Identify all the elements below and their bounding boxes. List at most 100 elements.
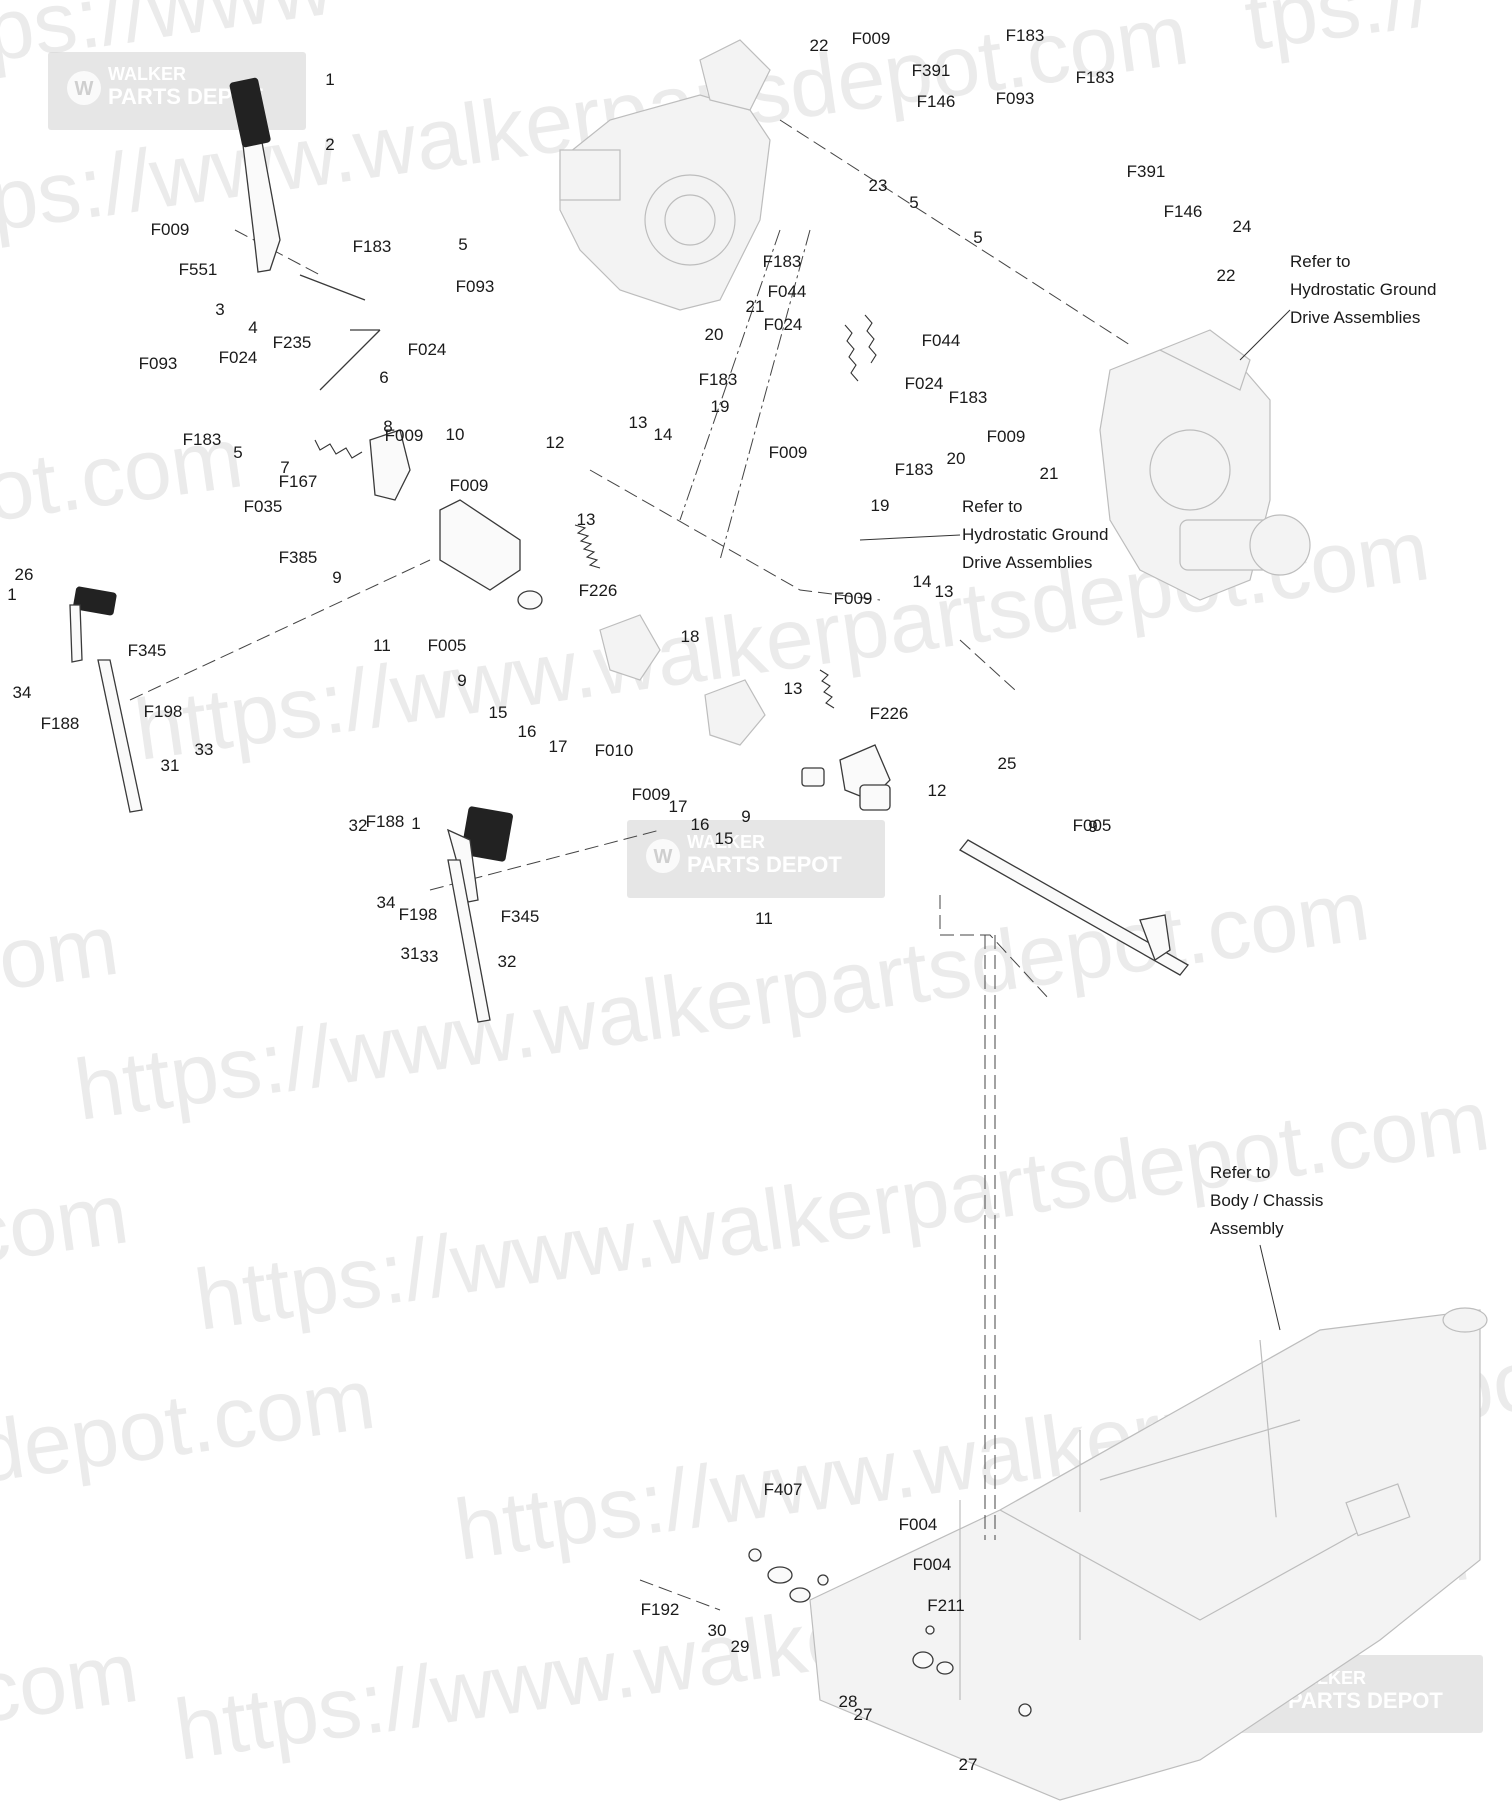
callout-label: F192: [641, 1600, 680, 1619]
callout-label: 31: [401, 944, 420, 963]
callout-label: 13: [935, 582, 954, 601]
chassis-frame-ghost: [809, 1307, 1488, 1801]
callout-label: 21: [1040, 464, 1059, 483]
callout-label: F167: [279, 472, 318, 491]
callout-label: 25: [998, 754, 1017, 773]
svg-text:Body / Chassis: Body / Chassis: [1210, 1191, 1323, 1210]
callout-label: F009: [769, 443, 808, 462]
callout-label: F226: [579, 581, 618, 600]
callout-label: F093: [139, 354, 178, 373]
hydro-drive-left-ghost: [559, 39, 771, 311]
callout-label: 13: [629, 413, 648, 432]
svg-text:Hydrostatic Ground: Hydrostatic Ground: [962, 525, 1108, 544]
callout-label: 13: [784, 679, 803, 698]
callout-label: F198: [144, 702, 183, 721]
linkage-rod: [299, 274, 381, 391]
watermark-text: ot.com: [0, 409, 248, 540]
watermark-badge: W WALKER PARTS DEPOT: [48, 52, 306, 130]
callout-label: 8: [383, 417, 392, 436]
callout-label: 9: [457, 671, 466, 690]
callout-label: F010: [595, 741, 634, 760]
callout-label: F183: [763, 252, 802, 271]
callout-label: 5: [973, 228, 982, 247]
callout-label: F188: [366, 812, 405, 831]
watermark-text: com: [0, 897, 124, 1015]
callout-label: F009: [852, 29, 891, 48]
callout-label: 1: [411, 814, 420, 833]
callout-label: F044: [922, 331, 961, 350]
callout-label: 20: [947, 449, 966, 468]
callout-label: F183: [895, 460, 934, 479]
svg-text:Refer to: Refer to: [962, 497, 1022, 516]
callout-label: 34: [377, 893, 396, 912]
chassis-hardware: [748, 1548, 1032, 1717]
callout-label: 19: [871, 496, 890, 515]
callout-label: 32: [498, 952, 517, 971]
callout-label: 1: [7, 585, 16, 604]
callout-label: 9: [1088, 817, 1097, 836]
callout-label: 19: [711, 397, 730, 416]
watermark-text: com: [0, 1624, 144, 1742]
callout-label: 29: [731, 1637, 750, 1656]
callout-label: F146: [917, 92, 956, 111]
callout-label: F093: [996, 89, 1035, 108]
callout-label: 26: [15, 565, 34, 584]
callout-label: F004: [913, 1555, 952, 1574]
callout-label: F407: [764, 1480, 803, 1499]
callout-label: 33: [195, 740, 214, 759]
callout-label: 24: [1233, 217, 1252, 236]
callout-label: 17: [669, 797, 688, 816]
callout-label: 21: [746, 297, 765, 316]
reference-note-hydro-top: Refer to Hydrostatic Ground Drive Assemb…: [1239, 252, 1436, 361]
pivot-bracket: [599, 614, 891, 811]
callout-label: F035: [244, 497, 283, 516]
callout-label: 4: [248, 318, 257, 337]
pedal-left: [69, 586, 143, 813]
svg-text:Drive Assemblies: Drive Assemblies: [1290, 308, 1420, 327]
callout-label: F009: [987, 427, 1026, 446]
callout-label: F551: [179, 260, 218, 279]
callout-label: F009: [834, 589, 873, 608]
callout-label: F183: [1006, 26, 1045, 45]
watermark-text: https://www.walkerpartsdepot.com: [69, 862, 1375, 1139]
callout-label: F391: [1127, 162, 1166, 181]
callout-label: 2: [325, 135, 334, 154]
callout-label: F024: [219, 348, 258, 367]
callout-label: 12: [546, 433, 565, 452]
callout-label: F183: [949, 388, 988, 407]
watermark-text: https://www.walkerpartsdepot.com: [189, 1072, 1495, 1349]
spring: [314, 314, 877, 709]
watermark-text: depot.com: [0, 1351, 381, 1502]
callout-label: 1: [325, 70, 334, 89]
callout-label: 14: [654, 425, 673, 444]
callout-label: 34: [13, 683, 32, 702]
callout-label: 22: [810, 36, 829, 55]
callout-label: 14: [913, 572, 932, 591]
callout-label: 3: [215, 300, 224, 319]
callout-label: F385: [279, 548, 318, 567]
callout-label: 22: [1217, 266, 1236, 285]
svg-text:Refer to: Refer to: [1210, 1163, 1270, 1182]
callout-label: 10: [446, 425, 465, 444]
callout-label: 31: [161, 756, 180, 775]
callout-label: F226: [870, 704, 909, 723]
callout-label: F024: [905, 374, 944, 393]
callout-label: 9: [332, 568, 341, 587]
callout-label: F024: [408, 340, 447, 359]
callout-label: 27: [959, 1755, 978, 1774]
watermark-badge: W WALKER PARTS DEPOT: [627, 820, 885, 898]
callout-label: F211: [927, 1596, 965, 1615]
callout-label: F198: [399, 905, 438, 924]
control-bracket: [369, 429, 543, 610]
callout-label: F345: [128, 641, 167, 660]
callout-label: 28: [839, 1692, 858, 1711]
callout-label: 12: [928, 781, 947, 800]
badge-line1: WALKER: [108, 64, 186, 84]
callout-label: F009: [151, 220, 190, 239]
svg-text:Assembly: Assembly: [1210, 1219, 1284, 1238]
callout-label: F005: [428, 636, 467, 655]
callout-label: 32: [349, 816, 368, 835]
callout-label: F093: [456, 277, 495, 296]
svg-text:Refer to: Refer to: [1290, 252, 1350, 271]
callout-label: F044: [768, 282, 807, 301]
